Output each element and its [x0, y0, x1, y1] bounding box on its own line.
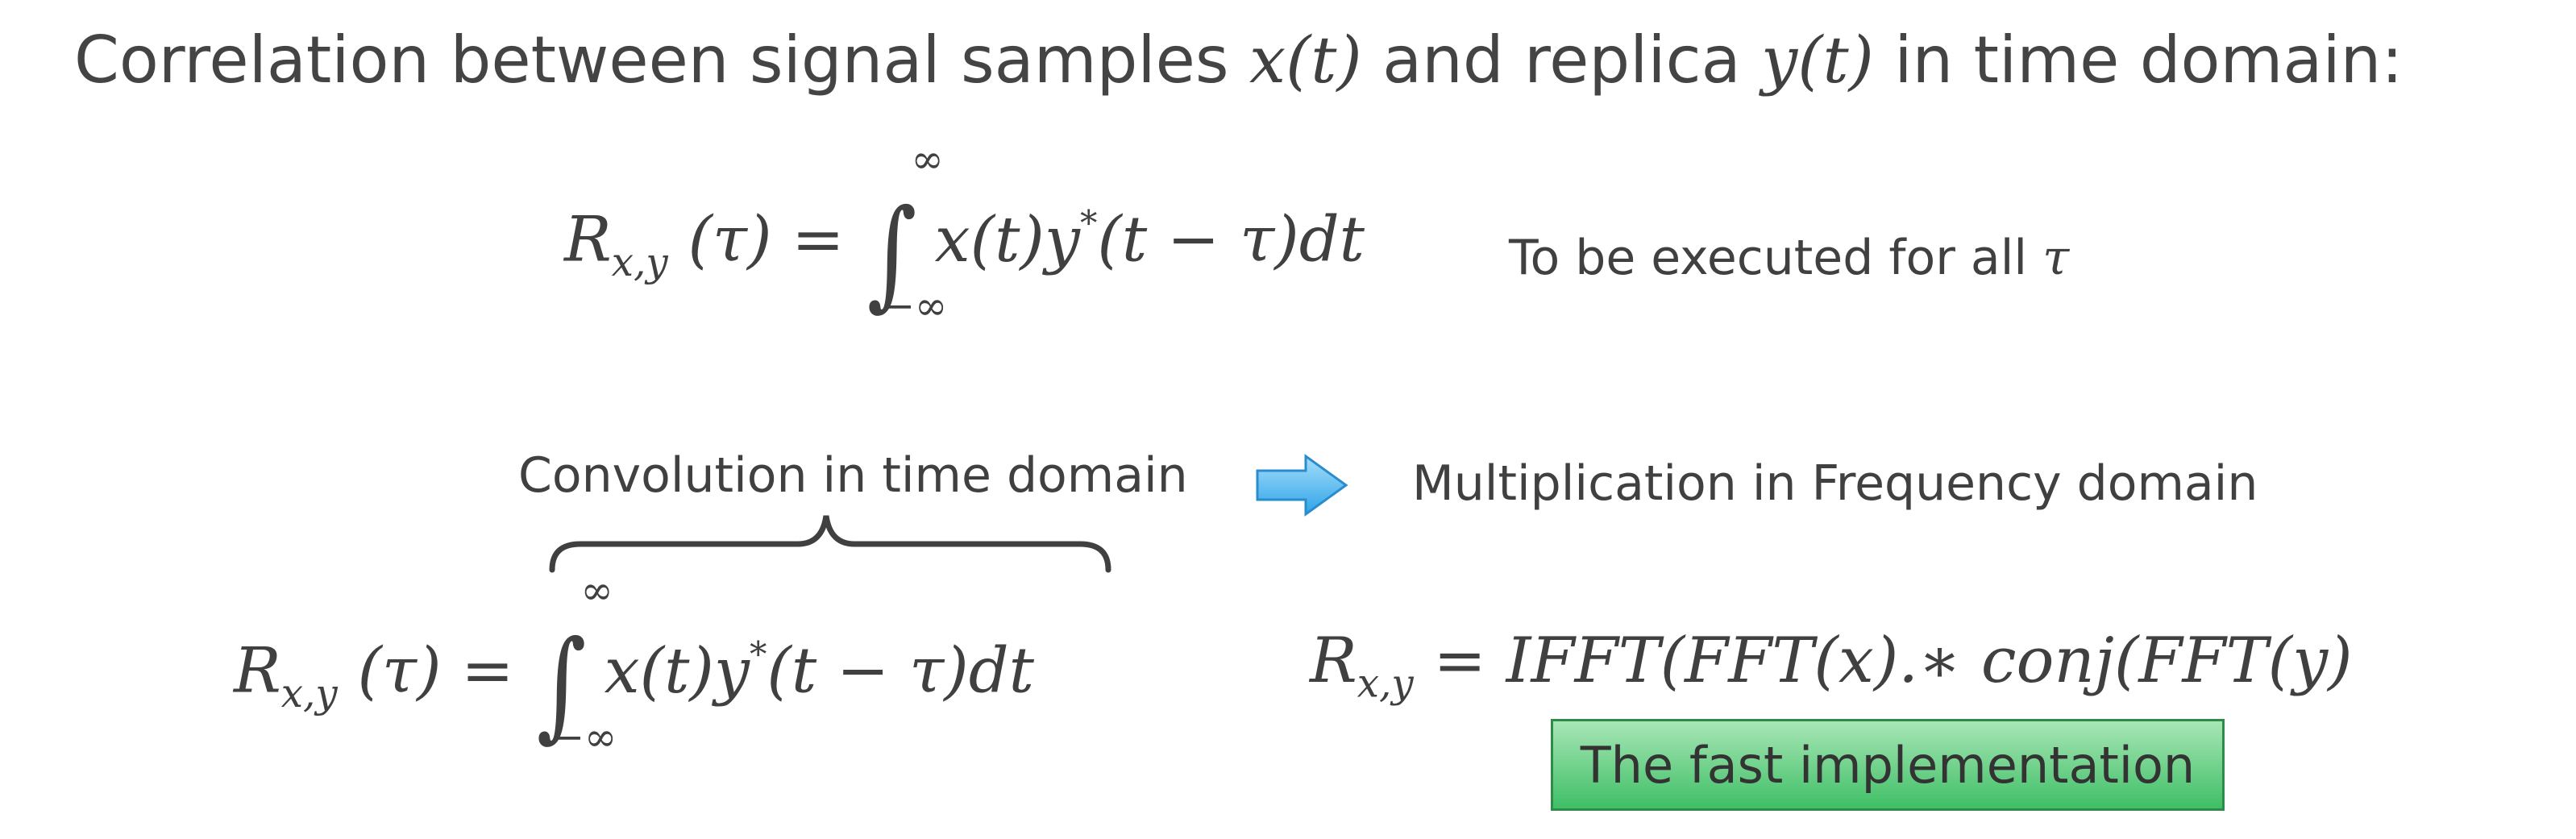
eq-top-arg: (τ) = — [667, 203, 865, 276]
title-suffix: in time domain: — [1873, 23, 2404, 98]
fast-implementation-label: The fast implementation — [1580, 735, 2196, 795]
correlation-equation-bottom-right: Rx,y = IFFT(FFT(x).∗ conj(FFT(y) — [1310, 625, 2353, 706]
eq-br-subscript: x,y — [1357, 661, 1414, 707]
eq-top-integral: ∫∞ −∞ — [864, 137, 947, 329]
eq-bl-upper-limit: ∞ — [580, 568, 613, 613]
correlation-equation-bottom-left: Rx,y (τ) = ∫∞ −∞ x(t)y*(t − τ)dt — [234, 568, 1034, 760]
convolution-label: Convolution in time domain — [518, 447, 1188, 504]
title-y-symbol: y(t) — [1761, 23, 1874, 98]
multiplication-label: Multiplication in Frequency domain — [1412, 455, 2258, 512]
note-text: To be executed for all — [1509, 230, 2043, 286]
eq-bl-conjugate: * — [749, 634, 767, 675]
title-x-symbol: x(t) — [1249, 23, 1362, 98]
eq-br-R: R — [1310, 625, 1357, 697]
eq-top-upper-limit: ∞ — [911, 137, 944, 182]
right-arrow-icon — [1256, 454, 1348, 517]
execute-for-all-note: To be executed for all τ — [1509, 230, 2069, 286]
correlation-equation-top: Rx,y (τ) = ∫∞ −∞ x(t)y*(t − τ)dt — [564, 137, 1365, 329]
eq-bl-integral-sign: ∫ — [537, 614, 587, 754]
eq-bl-integrand-b: (t − τ)dt — [767, 634, 1034, 708]
note-tau-symbol: τ — [2042, 230, 2070, 286]
eq-bl-arg: (τ) = — [337, 634, 534, 708]
eq-top-integrand-a: x(t)y — [934, 203, 1080, 276]
title-prefix: Correlation between signal samples — [74, 23, 1249, 98]
eq-br-rhs: = IFFT(FFT(x).∗ conj(FFT(y) — [1413, 625, 2353, 697]
eq-top-lower-limit: −∞ — [882, 284, 948, 329]
eq-top-integral-sign: ∫ — [867, 183, 917, 322]
eq-top-integrand-b: (t − τ)dt — [1097, 203, 1365, 276]
eq-bl-lower-limit: −∞ — [551, 715, 617, 760]
eq-bl-R: R — [234, 634, 281, 708]
eq-top-subscript: x,y — [611, 239, 668, 285]
eq-bl-subscript: x,y — [280, 671, 338, 716]
curly-brace-icon — [549, 515, 1111, 573]
eq-top-R: R — [564, 203, 612, 276]
eq-bl-integral: ∫∞ −∞ — [534, 568, 617, 760]
eq-bl-integrand-a: x(t)y — [604, 634, 750, 708]
title-middle: and replica — [1361, 23, 1762, 98]
eq-top-conjugate: * — [1079, 203, 1098, 244]
fast-implementation-badge: The fast implementation — [1551, 719, 2225, 811]
page-title: Correlation between signal samples x(t) … — [74, 23, 2403, 98]
